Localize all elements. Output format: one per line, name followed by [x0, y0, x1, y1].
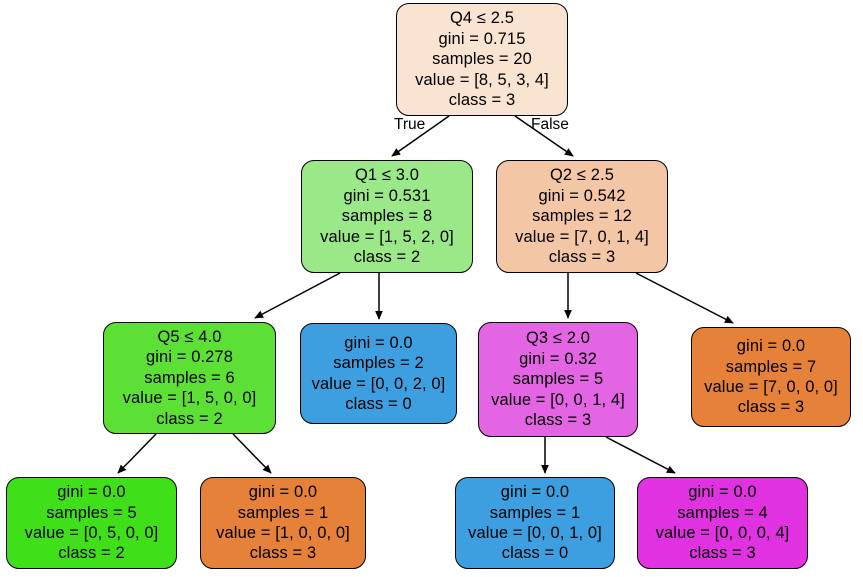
node-text-line: value = [0, 0, 1, 0]	[468, 524, 602, 542]
tree-edge-q5-to-leaf-green	[117, 433, 157, 474]
node-text-line: value = [0, 0, 1, 4]	[491, 390, 625, 409]
node-text-line: class = 3	[737, 398, 805, 417]
tree-edge-q3-to-leaf-magenta	[605, 436, 676, 474]
node-text-line: samples = 6	[144, 368, 235, 387]
node-text-line: samples = 8	[341, 207, 433, 226]
node-text-line: gini = 0.0	[248, 483, 318, 502]
node-text-line: value = [0, 5, 0, 0]	[24, 524, 159, 542]
node-text-line: class = 3	[448, 91, 516, 110]
tree-edge-q1-to-q5	[254, 272, 341, 319]
node-text-line: class = 3	[524, 411, 592, 430]
node-text-line: value = [0, 0, 0, 4]	[655, 524, 790, 542]
node-text-line: samples = 5	[512, 370, 604, 389]
node-text-line: samples = 4	[677, 503, 768, 522]
node-text-line: class = 3	[249, 544, 317, 563]
node-text-line: class = 0	[501, 544, 569, 563]
node-text-line: class = 2	[353, 248, 421, 267]
node-text-line: class = 2	[58, 544, 125, 563]
node-text-line: samples = 5	[46, 503, 137, 522]
node-text-line: gini = 0.0	[57, 483, 126, 502]
node-text-line: Q5 ≤ 4.0	[157, 327, 222, 346]
node-text-line: gini = 0.0	[736, 337, 806, 356]
node-text-line: samples = 1	[489, 503, 581, 522]
node-text-line: Q2 ≤ 2.5	[550, 166, 614, 185]
tree-edge-q5-to-leaf-orange-b	[232, 433, 272, 474]
node-text-line: gini = 0.531	[343, 186, 431, 205]
tree-edge-q2-to-leaf-orange-a	[635, 272, 734, 324]
node-text-line: samples = 7	[725, 357, 817, 376]
edge-label-false: False	[531, 116, 569, 133]
node-text-line: class = 3	[689, 544, 756, 563]
node-text-line: class = 0	[345, 394, 412, 413]
node-text-line: value = [1, 0, 0, 0]	[216, 524, 350, 542]
node-text-line: value = [7, 0, 0, 0]	[704, 378, 838, 396]
node-text-line: samples = 1	[237, 503, 329, 522]
node-text-line: class = 3	[548, 248, 616, 267]
node-text-line: Q3 ≤ 2.0	[526, 329, 590, 348]
node-text-line: gini = 0.715	[438, 29, 526, 48]
edge-label-true: True	[394, 116, 426, 133]
node-text-line: Q4 ≤ 2.5	[450, 9, 514, 28]
node-text-line: Q1 ≤ 3.0	[355, 166, 419, 185]
node-text-line: class = 2	[156, 409, 223, 428]
node-text-line: gini = 0.0	[500, 483, 570, 502]
node-text-line: gini = 0.278	[146, 348, 233, 367]
node-text-line: samples = 20	[432, 50, 532, 69]
node-text-line: samples = 2	[333, 354, 424, 373]
node-text-line: value = [7, 0, 1, 4]	[515, 227, 649, 246]
node-text-line: value = [8, 5, 3, 4]	[415, 70, 549, 89]
node-text-line: gini = 0.0	[688, 483, 757, 502]
node-text-line: value = [0, 0, 2, 0]	[311, 374, 446, 393]
node-text-line: value = [1, 5, 0, 0]	[122, 389, 257, 408]
node-text-line: gini = 0.0	[344, 333, 413, 352]
node-text-line: gini = 0.542	[538, 186, 626, 205]
node-text-line: value = [1, 5, 2, 0]	[320, 227, 454, 246]
node-text-line: gini = 0.32	[519, 349, 597, 368]
node-text-line: samples = 12	[532, 207, 632, 226]
